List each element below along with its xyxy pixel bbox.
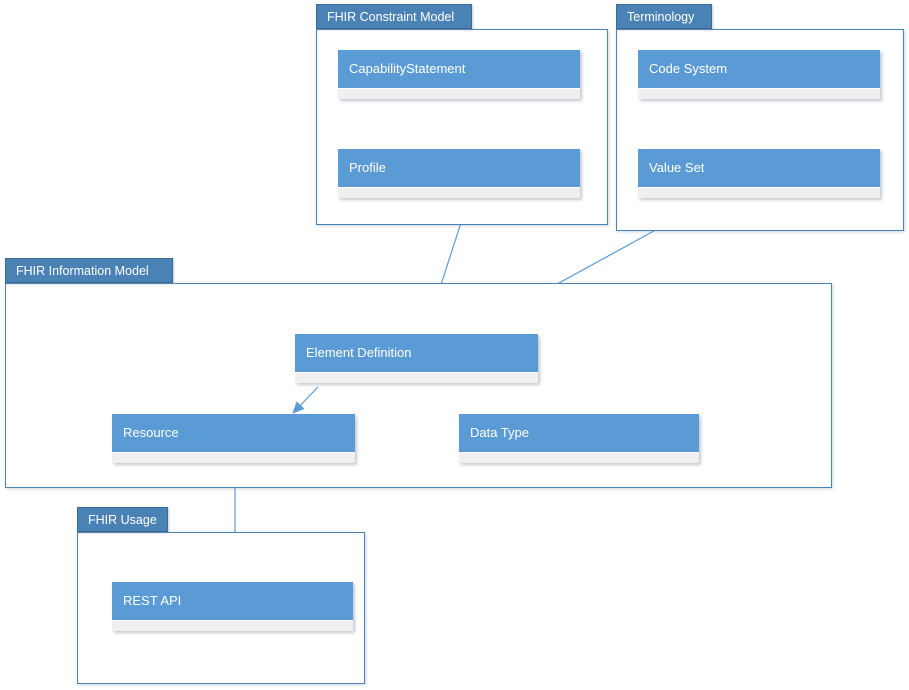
class-node-label: Profile bbox=[338, 149, 580, 187]
class-node-value-set[interactable]: Value Set bbox=[638, 149, 880, 198]
class-node-code-system[interactable]: Code System bbox=[638, 50, 880, 99]
class-node-compartment bbox=[112, 452, 355, 463]
class-node-element-definition[interactable]: Element Definition bbox=[295, 334, 538, 383]
class-node-compartment bbox=[112, 620, 353, 631]
package-tab-terminology[interactable]: Terminology bbox=[616, 4, 712, 29]
class-node-compartment bbox=[459, 452, 699, 463]
class-node-label: Data Type bbox=[459, 414, 699, 452]
package-tab-fhir-usage[interactable]: FHIR Usage bbox=[77, 507, 168, 532]
class-node-profile[interactable]: Profile bbox=[338, 149, 580, 198]
class-node-label: Code System bbox=[638, 50, 880, 88]
class-node-compartment bbox=[338, 88, 580, 99]
class-node-resource[interactable]: Resource bbox=[112, 414, 355, 463]
class-node-label: Value Set bbox=[638, 149, 880, 187]
class-node-compartment bbox=[295, 372, 538, 383]
class-node-data-type[interactable]: Data Type bbox=[459, 414, 699, 463]
class-node-label: Element Definition bbox=[295, 334, 538, 372]
class-node-rest-api[interactable]: REST API bbox=[112, 582, 353, 631]
package-tab-fhir-constraint-model[interactable]: FHIR Constraint Model bbox=[316, 4, 472, 29]
class-node-capability-statement[interactable]: CapabilityStatement bbox=[338, 50, 580, 99]
package-tab-fhir-information-model[interactable]: FHIR Information Model bbox=[5, 258, 173, 283]
class-node-compartment bbox=[638, 187, 880, 198]
class-node-label: CapabilityStatement bbox=[338, 50, 580, 88]
class-node-label: Resource bbox=[112, 414, 355, 452]
class-node-label: REST API bbox=[112, 582, 353, 620]
class-node-compartment bbox=[338, 187, 580, 198]
class-node-compartment bbox=[638, 88, 880, 99]
